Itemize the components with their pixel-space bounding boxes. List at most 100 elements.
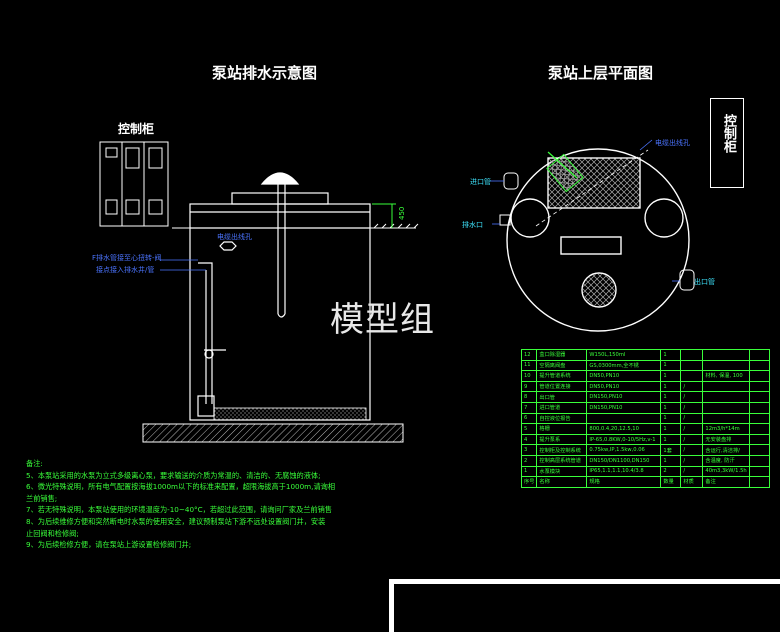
bom-cell: DN50,PN10 [586,370,662,382]
bom-cell [748,380,770,393]
bom-cell [748,359,770,372]
bom-cell: 进口管道 [536,401,588,414]
bom-cell [702,412,750,425]
bom-cell: 1 [660,454,682,467]
bom-cell: 0.75kw,IP,1.5kw,0.06 [586,444,662,456]
note-line: 5、本泵站采用的水泵为立式多级离心泵，要求输送的介质为常温的、清洁的、无腐蚀的液… [26,470,321,480]
bom-cell: 1 [660,380,682,393]
left-diagram-title: 泵站排水示意图 [212,64,318,82]
bom-cell: GS,0300mm,全不锈 [586,359,662,372]
drain-label: 排水口 [462,221,483,229]
bom-cell: 3 [520,444,538,456]
bom-cell: 自控液位报告 [536,412,588,425]
note-line: 6、微光特殊说明，所有电气配置按海拔1000m以下的标准来配置，超限海拔高于10… [26,482,336,492]
bom-cell: 1 [660,391,682,403]
bom-cell [702,380,750,393]
bom-cell: 10 [520,370,538,382]
bom-cell: 2 [660,465,682,478]
bom-cell: IP65,1.1,1.1,10.4/3.8 [586,465,662,478]
bom-cell [748,423,770,435]
note-line: 7、若无特殊说明，本泵站使用的环境温度为-10~40°C，若超过此范围，请询问厂… [26,505,333,515]
bom-cell: 1 [660,401,682,414]
note-line: 兰前销售; [26,493,58,503]
notes-block: 备注: 5、本泵站采用的水泵为立式多级离心泵，要求输送的介质为常温的、清洁的、无… [26,458,396,551]
inlet-label: 进口管 [470,178,491,186]
pipe-note-1: F排水管接至心扭转-阀 [92,254,162,262]
bom-cell [748,454,770,467]
bom-header-cell: 数量 [660,476,682,488]
bom-header-cell: 备注 [702,476,750,488]
bom-header-cell: 名称 [536,476,588,488]
bom-cell: / [680,412,704,425]
bom-cell [748,391,770,403]
height-dimension [372,203,396,228]
bom-cell: 1 [660,349,682,361]
bom-cell: 1 [660,433,682,446]
bom-cell: / [680,444,704,456]
bom-cell: 9 [520,380,538,393]
bom-header-cell [748,476,770,488]
bom-cell: 4 [520,433,538,446]
note-line: 止回阀和检修阀; [26,528,79,538]
bom-cell: 8 [520,391,538,403]
bom-cell: 提升管道系统 [536,370,588,382]
bom-cell: 7 [520,401,538,414]
right-diagram-title: 泵站上层平面图 [548,64,654,82]
bom-cell: 控制高层系统管道 [536,454,588,467]
bom-cell: 2 [520,454,538,467]
bom-cell: / [680,423,704,435]
foundation [142,423,404,443]
pipe-note-2: 接点接入排水井/管 [96,266,155,274]
bom-cell [748,433,770,446]
bom-cell: 控制柜及控制系统 [536,444,588,456]
note-line: 9、为后续检修方便，请在泵站上游设置检修阀门井; [26,540,192,550]
notes-heading: 备注: [26,459,43,468]
bom-cell [748,444,770,456]
tank-base-fill [213,407,367,421]
note-line: 8、为后续维修方便和突然断电时水泵的使用安全，建议预制泵站下游不远处设置阀门井，… [26,516,326,526]
bom-cell [748,370,770,382]
bom-header-row: 序号名称规格数量材质备注 [520,476,770,488]
pump-station-plan [506,148,690,332]
bom-cell: DN150,PN10 [586,391,662,403]
bom-cell: DN150,PN10 [586,401,662,414]
bom-cell: 格栅 [536,423,588,435]
bom-cell: 1 [660,370,682,382]
bom-cell: 6 [520,412,538,425]
bom-cell: 11 [520,359,538,372]
bom-cell: 1 [660,359,682,372]
bom-cell: 12m3/h*14m [702,423,750,435]
dimension-text: 450 [398,207,406,220]
bom-cell: / [680,401,704,414]
bom-cell [702,359,750,372]
bom-cell: DN150/DN1100,DN150 [586,454,662,467]
bom-cell [680,359,704,372]
bom-header-cell: 规格 [586,476,662,488]
cable-hole-label-left: 电缆出线孔 [217,233,252,241]
bom-cell: / [680,433,704,446]
bom-cell [748,401,770,414]
right-cabinet-box [710,98,744,188]
bom-cell: 40m3,3kW/1.5h [702,465,750,478]
bom-cell [748,349,770,361]
bom-cell [680,349,704,361]
bom-cell: 1 [520,465,538,478]
cable-hole-label-right: 电缆出线孔 [655,139,690,147]
bom-cell: 800,0.4,20,12.5,10 [586,423,662,435]
right-cabinet-label: 控制柜 [721,114,736,153]
bom-cell: DN50,PN10 [586,380,662,393]
control-cabinet [99,141,169,227]
bom-cell: / [680,380,704,393]
bom-cell: W150L,150ml [586,349,662,361]
